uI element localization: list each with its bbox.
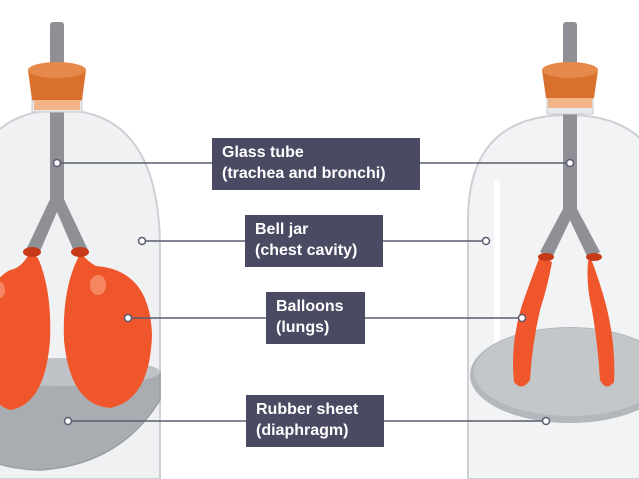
right-stopper-top <box>542 62 598 78</box>
dot-bell-jar-right <box>481 236 491 246</box>
leader-lines <box>57 162 570 422</box>
label-rubber-sheet-title: Rubber sheet <box>256 401 359 418</box>
left-balloon-left-neck <box>23 247 41 257</box>
left-tube-branch-right <box>54 195 88 256</box>
label-balloons-title: Balloons <box>276 298 344 315</box>
left-stopper-collar <box>34 100 80 110</box>
dot-bell-jar-left <box>137 236 147 246</box>
dot-rubber-sheet-right <box>541 416 551 426</box>
right-bell-jar <box>467 113 639 479</box>
leader-dots <box>52 158 575 426</box>
label-glass-tube: Glass tube (trachea and bronchi) <box>212 138 420 190</box>
left-balloon-left <box>0 252 51 410</box>
right-bell-jar-highlight <box>494 180 500 370</box>
label-balloons: Balloons (lungs) <box>266 292 365 344</box>
dot-balloons-left <box>123 313 133 323</box>
dot-rubber-sheet-left <box>63 416 73 426</box>
dot-balloons-right <box>517 313 527 323</box>
label-bell-jar-title: Bell jar <box>255 221 309 238</box>
right-model <box>467 22 639 479</box>
label-bell-jar-subtitle: (chest cavity) <box>255 242 358 259</box>
label-glass-tube-subtitle: (trachea and bronchi) <box>222 165 386 182</box>
left-tube-branch-left <box>26 195 60 256</box>
right-tube-branch-right <box>567 205 600 258</box>
label-bell-jar: Bell jar (chest cavity) <box>245 215 383 267</box>
left-balloon-right-neck <box>71 247 89 257</box>
label-rubber-sheet-subtitle: (diaphragm) <box>256 422 349 439</box>
left-balloon-right <box>63 252 152 408</box>
right-tube-branch-left <box>540 205 573 258</box>
left-stopper-top <box>28 62 86 78</box>
label-rubber-sheet: Rubber sheet (diaphragm) <box>246 395 384 447</box>
label-balloons-subtitle: (lungs) <box>276 319 330 336</box>
label-glass-tube-title: Glass tube <box>222 144 304 161</box>
dot-glass-tube-right <box>565 158 575 168</box>
right-stopper-collar <box>548 98 592 108</box>
right-balloon-right <box>587 256 615 387</box>
left-model <box>0 22 161 479</box>
dot-glass-tube-left <box>52 158 62 168</box>
right-tube-stem <box>563 22 577 212</box>
right-balloon-left <box>513 256 552 387</box>
